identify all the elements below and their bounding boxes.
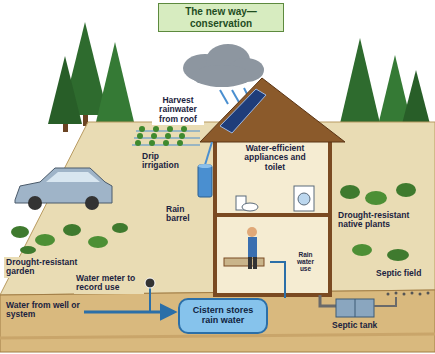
dry-garden: [11, 223, 128, 254]
callout-label: Water-efficient appliances and toilet: [232, 143, 318, 173]
ground: [0, 122, 435, 352]
callout-label: Harvest rainwater from roof: [152, 95, 204, 125]
cistern-tank: Cistern stores rain water: [178, 298, 268, 334]
callout-label: Drip irrigation: [140, 151, 192, 172]
drip-garden: [132, 126, 200, 146]
callout-label: Septic tank: [330, 320, 390, 331]
rain-barrel: [198, 142, 212, 197]
callout-label: Water from well or system: [4, 300, 82, 321]
callout-label: Rain barrel: [164, 204, 198, 225]
car: [15, 168, 112, 210]
title: The new way—conservation: [163, 6, 279, 29]
callout-label: Water meter to record use: [74, 273, 144, 294]
callout-label: Rain water use: [289, 250, 322, 273]
tank-label: Cistern stores rain water: [186, 306, 260, 326]
callout-label: Drought-resistant native plants: [336, 210, 426, 231]
callout-label: Septic field: [374, 268, 432, 279]
trees-left: [48, 22, 134, 132]
title-box: The new way—conservation: [158, 3, 284, 32]
